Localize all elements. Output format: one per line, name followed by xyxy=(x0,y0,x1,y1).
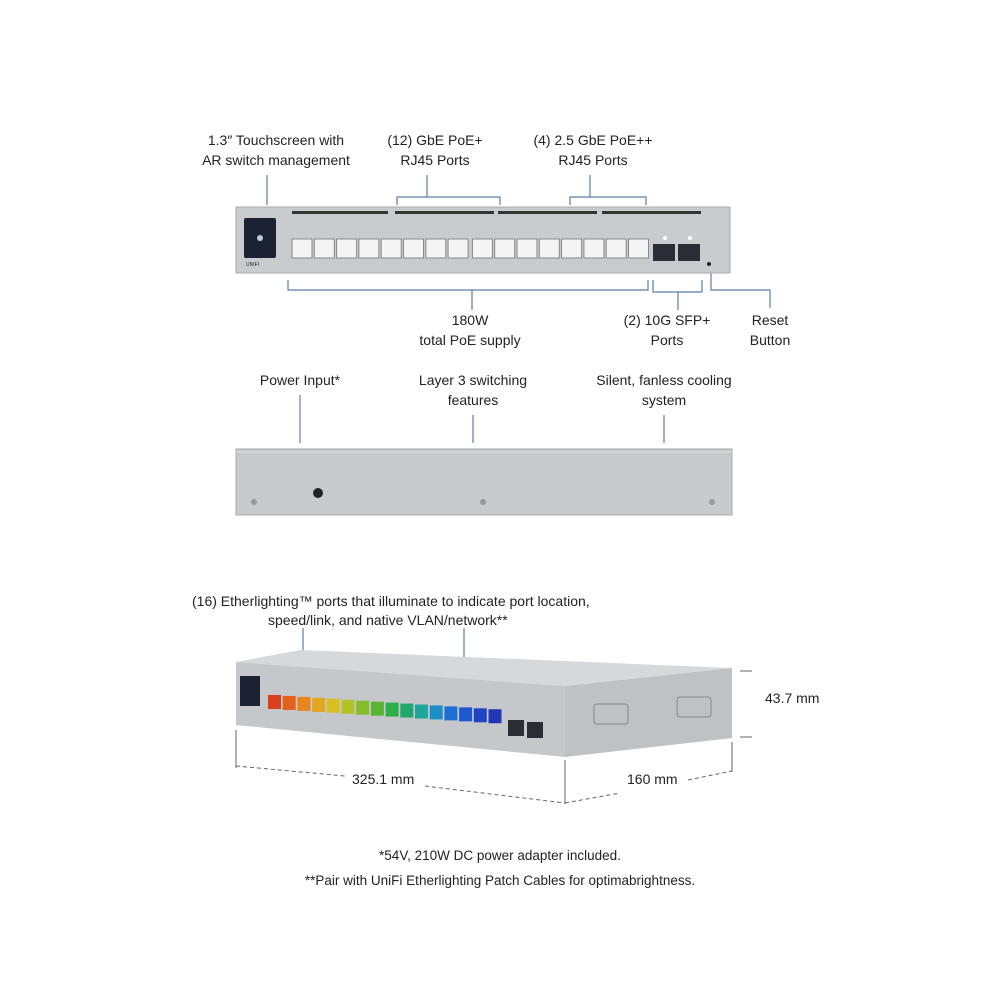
callout-text: (2) 10G SFP+ xyxy=(623,312,711,328)
callout-layer3: Layer 3 switching features xyxy=(419,370,527,410)
rj45-port xyxy=(313,238,335,259)
callout-sfp-ports: (2) 10G SFP+ Ports xyxy=(624,310,711,350)
etherlighting-port xyxy=(282,695,296,710)
rj45-port xyxy=(516,238,538,259)
callout-text: AR switch management xyxy=(202,152,350,168)
rj45-port xyxy=(605,238,627,259)
callout-text: Layer 3 switching xyxy=(418,372,528,388)
switch-rear-view xyxy=(235,448,733,516)
callout-text: system xyxy=(641,392,687,408)
etherlighting-port xyxy=(326,698,340,713)
callout-text: speed/link, and native VLAN/network** xyxy=(268,612,508,628)
dimension-width: 325.1 mm xyxy=(352,771,415,787)
callout-text: RJ45 Ports xyxy=(400,152,470,168)
etherlighting-port xyxy=(312,697,326,712)
etherlighting-port xyxy=(297,696,311,711)
rj45-ports xyxy=(291,238,649,259)
callout-text: Power Input* xyxy=(259,372,341,388)
svg-text:UNIFI: UNIFI xyxy=(246,262,259,268)
callout-gbe-ports: (12) GbE PoE+ RJ45 Ports xyxy=(387,130,482,170)
callout-poe-supply: 180W total PoE supply xyxy=(419,310,520,350)
etherlighting-port xyxy=(429,705,443,720)
callout-text: RJ45 Ports xyxy=(558,152,628,168)
rj45-port xyxy=(561,238,583,259)
callout-text: total PoE supply xyxy=(419,332,521,348)
callout-touchscreen: 1.3″ Touchscreen with AR switch manageme… xyxy=(202,130,350,170)
switch-perspective-view xyxy=(236,650,732,757)
footnote-patch-cables: **Pair with UniFi Etherlighting Patch Ca… xyxy=(304,873,696,888)
callout-text: 1.3″ Touchscreen with xyxy=(207,132,345,148)
rj45-port xyxy=(471,238,493,259)
leader-lines xyxy=(266,175,771,676)
callout-text: (4) 2.5 GbE PoE++ xyxy=(533,132,653,148)
callout-text: (16) Etherlighting™ ports that illuminat… xyxy=(192,593,590,609)
rj45-port xyxy=(291,238,313,259)
callout-power-input: Power Input* xyxy=(260,370,340,390)
callout-text: Ports xyxy=(650,332,684,348)
dimension-depth: 160 mm xyxy=(627,771,678,787)
callout-text: 180W xyxy=(451,312,489,328)
callout-25gbe-ports: (4) 2.5 GbE PoE++ RJ45 Ports xyxy=(533,130,652,170)
etherlighting-port xyxy=(400,703,414,718)
callout-text: Silent, fanless cooling xyxy=(596,372,732,388)
etherlighting-ports xyxy=(268,695,502,724)
callout-text: (12) GbE PoE+ xyxy=(387,132,483,148)
callout-text: features xyxy=(447,392,499,408)
etherlighting-port xyxy=(385,702,399,717)
etherlighting-port xyxy=(268,695,281,709)
sfp-port-2 xyxy=(678,244,700,261)
etherlighting-port xyxy=(356,700,370,715)
rj45-port xyxy=(628,238,649,259)
dimension-height: 43.7 mm xyxy=(765,690,820,706)
etherlighting-port xyxy=(488,709,502,724)
etherlighting-port xyxy=(444,706,458,721)
sfp-port-1 xyxy=(653,244,675,261)
rj45-port xyxy=(425,238,447,259)
callout-reset-button: Reset Button xyxy=(750,310,790,350)
footnote-power-adapter: *54V, 210W DC power adapter included. xyxy=(379,848,621,863)
etherlighting-port xyxy=(459,707,473,722)
reset-button xyxy=(707,262,711,266)
rj45-port xyxy=(336,238,358,259)
rj45-port xyxy=(538,238,560,259)
rj45-port xyxy=(494,238,516,259)
power-jack xyxy=(313,488,323,498)
rj45-port xyxy=(447,238,469,259)
etherlighting-port xyxy=(473,708,487,723)
switch-front-view: UNIFI xyxy=(235,206,731,274)
rj45-port xyxy=(380,238,402,259)
callout-etherlighting: (16) Etherlighting™ ports that illuminat… xyxy=(192,592,590,630)
rj45-port xyxy=(358,238,380,259)
rj45-port xyxy=(403,238,424,259)
etherlighting-port xyxy=(341,699,355,714)
etherlighting-port xyxy=(415,704,428,719)
etherlighting-port xyxy=(370,701,384,716)
callout-text: Reset xyxy=(751,312,789,328)
callout-fanless: Silent, fanless cooling system xyxy=(596,370,731,410)
dimension-lines xyxy=(235,670,752,804)
callout-text: Button xyxy=(749,332,791,348)
rj45-port xyxy=(583,238,605,259)
